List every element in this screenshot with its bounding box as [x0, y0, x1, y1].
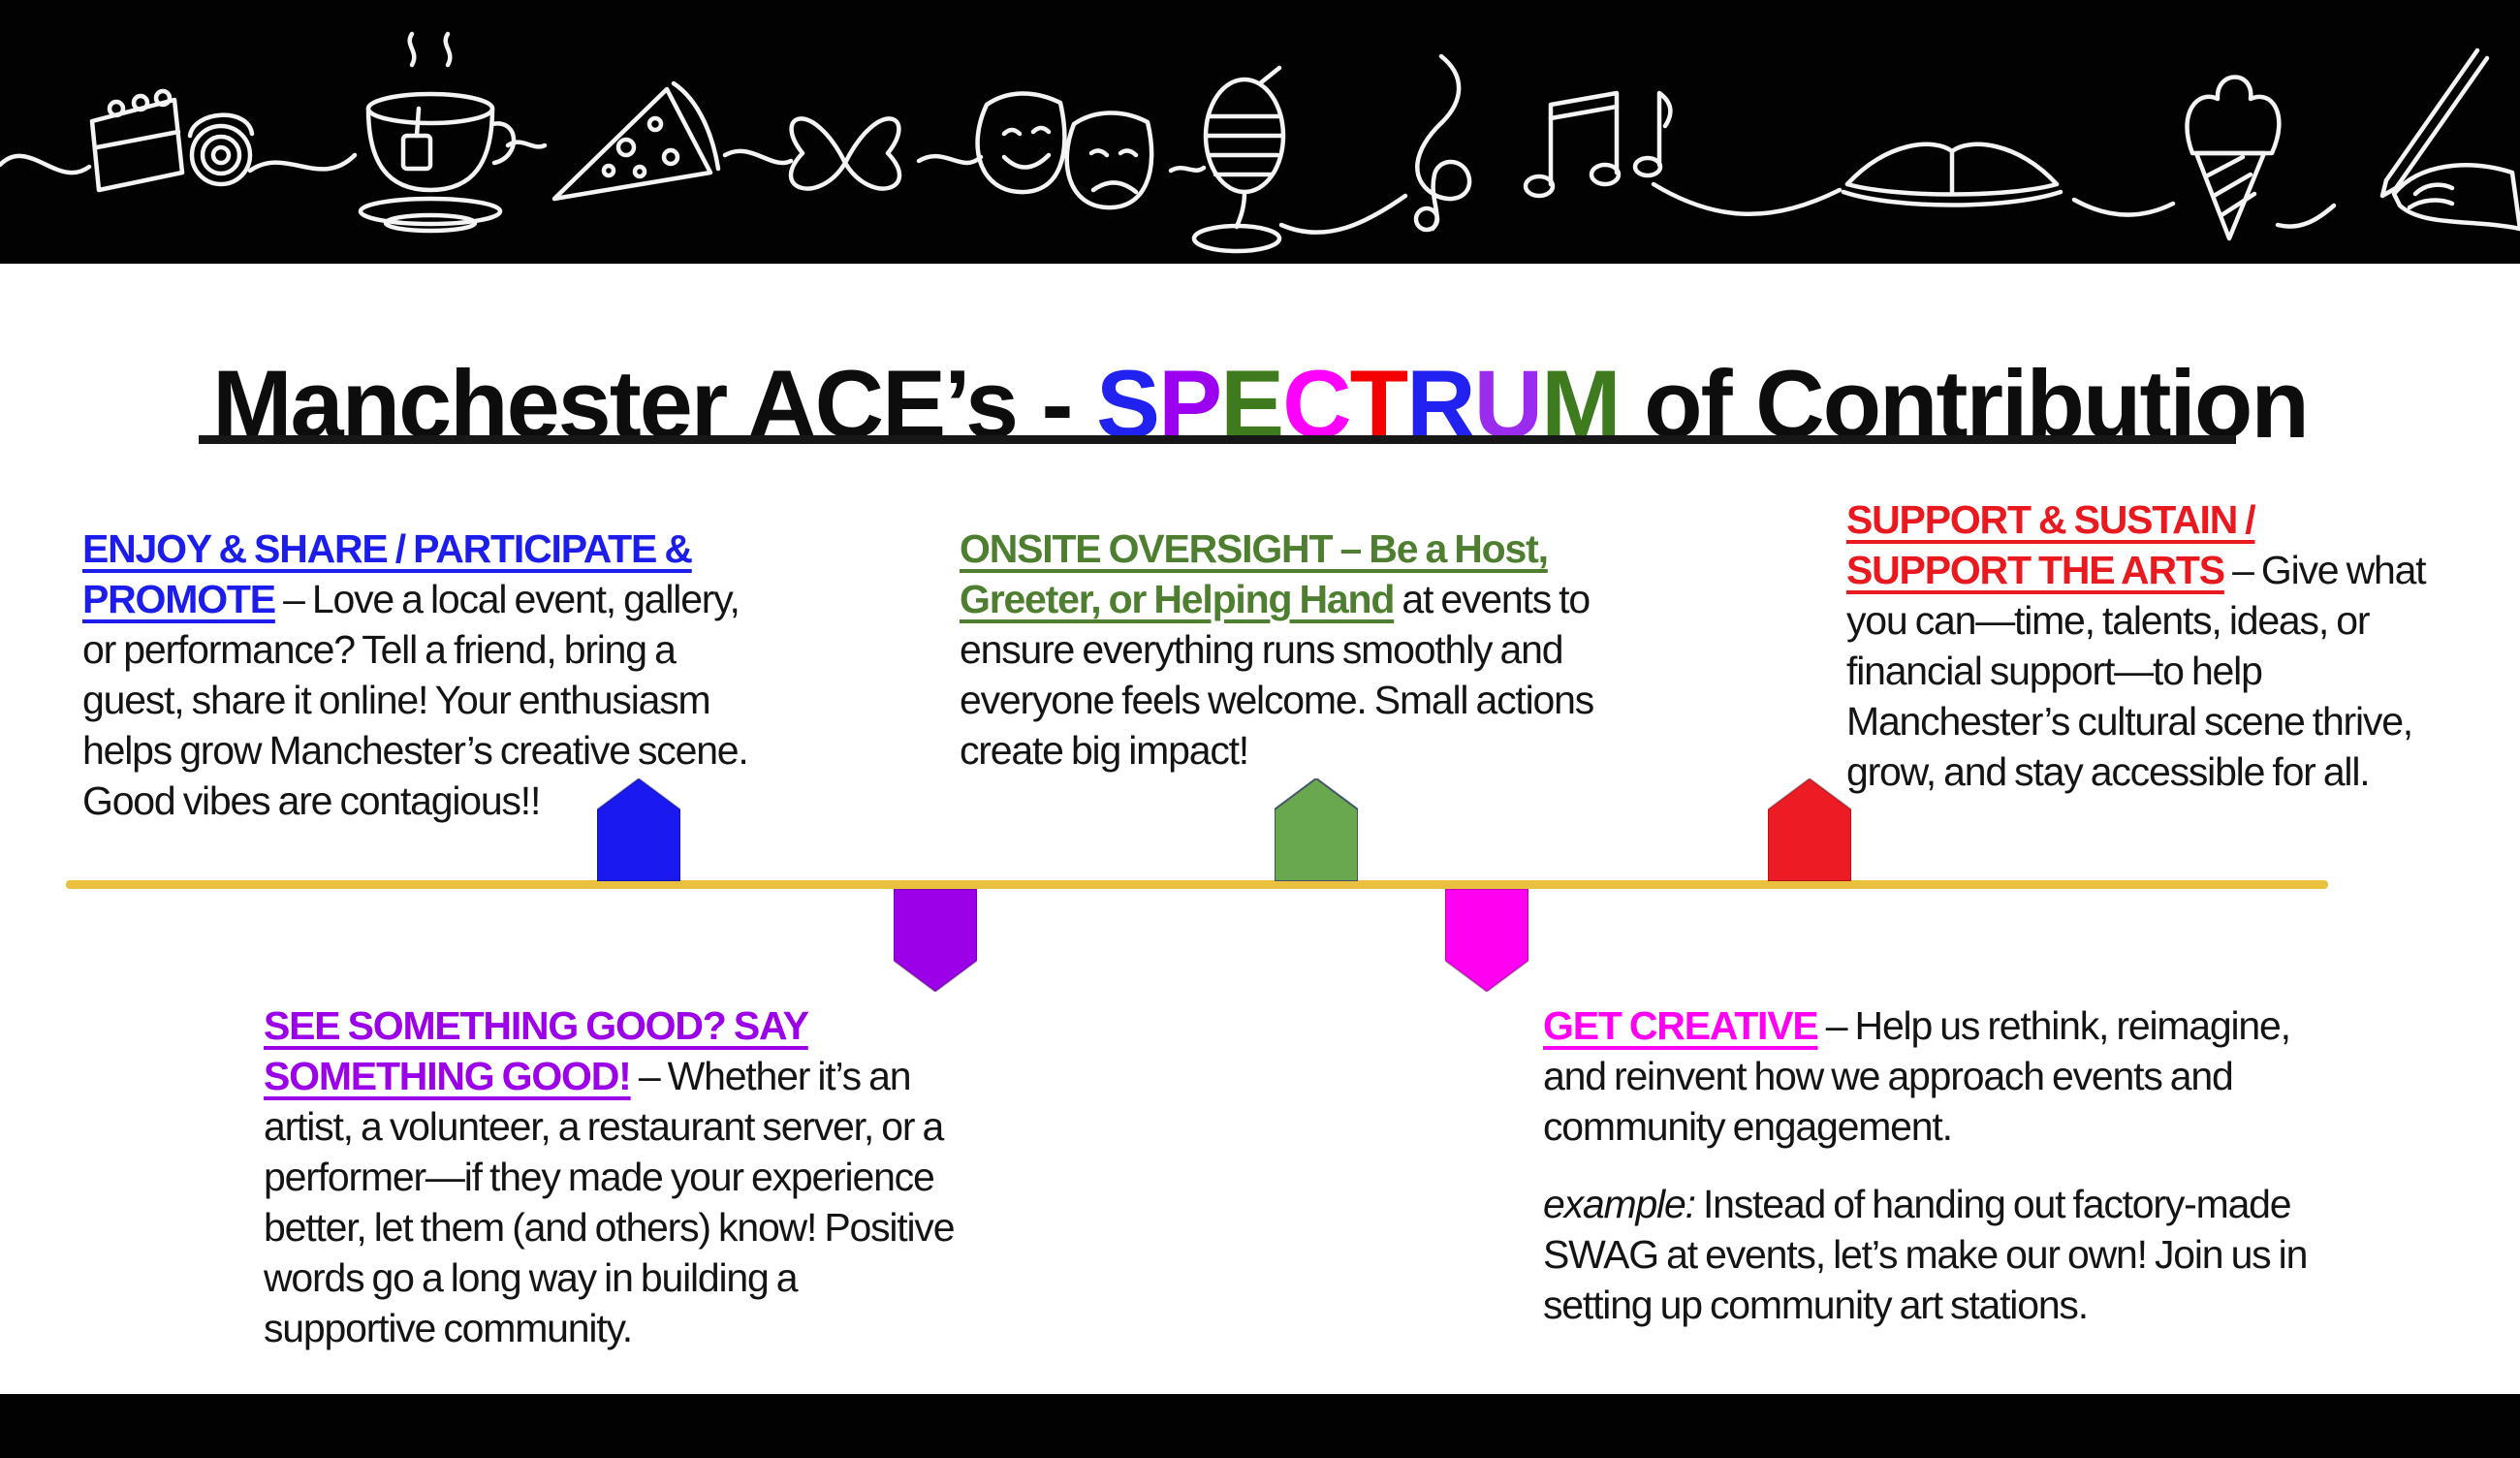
- ice-cream-icon: [2185, 75, 2282, 241]
- connector-wave: [0, 140, 2337, 235]
- microphone-icon: [1191, 65, 1286, 254]
- block-get-creative: GET CREATIVE – Help us rethink, reimagin…: [1543, 1000, 2340, 1330]
- marker-purple-down: [894, 889, 977, 992]
- cake-and-cinnamon-roll-icon: [89, 88, 255, 193]
- hand-with-pencil-icon: [2379, 48, 2520, 232]
- block-onsite-oversight-heading: ONSITE OVERSIGHT – Be a Host, Greeter, o…: [960, 526, 1549, 621]
- banner-artwork: [0, 31, 2520, 254]
- title-underline: [199, 435, 2236, 444]
- music-notes-icon: [1523, 90, 1673, 199]
- block-say-something-good-heading: SEE SOMETHING GOOD? SAY SOMETHING GOOD!: [264, 1003, 809, 1098]
- block-support-sustain-heading: SUPPORT & SUSTAIN / SUPPORT THE ARTS: [1846, 497, 2256, 592]
- marker-blue-up: [597, 778, 680, 881]
- treble-clef-icon: [1413, 53, 1472, 233]
- block-get-creative-example-text: Instead of handing out factory-made SWAG…: [1543, 1182, 2308, 1327]
- block-support-sustain-text: – Give what you can—time, talents, ideas…: [1846, 548, 2427, 794]
- marker-green-up: [1275, 778, 1358, 881]
- block-onsite-oversight-text: at events to ensure everything runs smoo…: [960, 577, 1594, 773]
- marker-magenta-down: [1445, 889, 1528, 992]
- theater-masks-icon: [975, 91, 1154, 210]
- block-say-something-good: SEE SOMETHING GOOD? SAY SOMETHING GOOD! …: [264, 1000, 958, 1353]
- banner-line-art: [0, 0, 2520, 264]
- block-onsite-oversight: ONSITE OVERSIGHT – Be a Host, Greeter, o…: [960, 523, 1630, 776]
- block-enjoy-share-text: – Love a local event, gallery, or perfor…: [82, 577, 749, 823]
- block-get-creative-text: – Help us rethink, reimagine, and reinve…: [1543, 1003, 2291, 1149]
- block-get-creative-example-label: example:: [1543, 1182, 1696, 1226]
- bottom-bar: [0, 1394, 2520, 1458]
- butterfly-icon: [788, 116, 902, 191]
- teacup-icon: [358, 31, 517, 234]
- pizza-slice-icon: [551, 80, 721, 202]
- block-get-creative-heading: GET CREATIVE: [1543, 1003, 1819, 1048]
- spectrum-line: [66, 880, 2328, 889]
- block-support-sustain: SUPPORT & SUSTAIN / SUPPORT THE ARTS – G…: [1846, 494, 2440, 797]
- slide-body: Manchester ACE’s - SPECTRUM of Contribut…: [0, 264, 2520, 1394]
- block-say-something-good-text: – Whether it’s an artist, a volunteer, a…: [264, 1054, 956, 1350]
- block-enjoy-share: ENJOY & SHARE / PARTICIPATE & PROMOTE – …: [82, 523, 766, 826]
- marker-red-up: [1768, 778, 1851, 881]
- open-book-icon: [1841, 142, 2063, 207]
- block-enjoy-share-heading: ENJOY & SHARE / PARTICIPATE & PROMOTE: [82, 526, 693, 621]
